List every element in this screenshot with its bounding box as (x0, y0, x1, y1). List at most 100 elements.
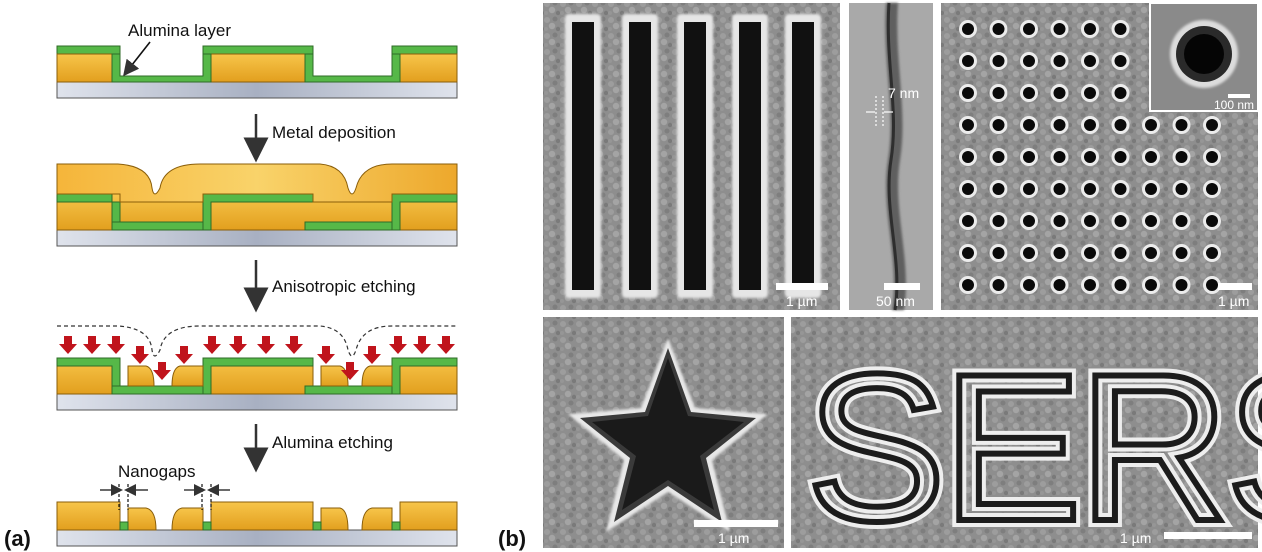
hole (1114, 183, 1127, 195)
alumina-pointer-arrow (123, 41, 151, 77)
scale-bar-lines (776, 283, 828, 290)
hole (1023, 87, 1035, 99)
panel-a: Alumina layer Metal deposition Anisotrop… (4, 21, 458, 551)
hole (1023, 151, 1035, 163)
hole (1206, 119, 1218, 131)
scale-label-holes: 1 µm (1218, 293, 1249, 309)
hole (992, 23, 1005, 35)
hole (1053, 247, 1066, 259)
hole (962, 119, 974, 131)
scale-label-gap: 50 nm (876, 293, 915, 309)
hole (1023, 279, 1035, 291)
hole-array (959, 20, 1221, 294)
hole (1206, 279, 1218, 291)
hole (1114, 119, 1127, 131)
stage-3-structure (56, 325, 458, 411)
hole (992, 55, 1005, 67)
hole (992, 151, 1005, 163)
hole (962, 279, 974, 291)
hole (1114, 215, 1127, 227)
slit-array (565, 14, 821, 298)
hole (1145, 215, 1157, 227)
hole (992, 183, 1005, 195)
hole (1145, 279, 1157, 291)
hole (1175, 151, 1188, 163)
hole (1145, 119, 1157, 131)
hole (1145, 183, 1157, 195)
panel-b-label: (b) (498, 526, 526, 551)
sem-holes: 100 nm 1 µm (941, 2, 1259, 310)
hole (1175, 279, 1188, 291)
hole (1053, 183, 1066, 195)
hole (1175, 247, 1188, 259)
hole (1175, 119, 1188, 131)
gap-width-indicator (866, 96, 893, 128)
scale-bar-letters (1164, 532, 1252, 539)
etch-arrows (59, 336, 455, 380)
hole (1023, 119, 1035, 131)
step-anisotropic-etching: Anisotropic etching (272, 277, 416, 296)
sem-inset: 100 nm (1149, 2, 1259, 112)
sem-gap: 7 nm 50 nm (849, 2, 933, 311)
slit (629, 22, 651, 290)
hole (992, 247, 1005, 259)
gap-width-label: 7 nm (888, 85, 919, 101)
hole (1084, 119, 1096, 131)
hole (1023, 55, 1035, 67)
hole (1206, 183, 1218, 195)
hole (1023, 23, 1035, 35)
stage-2-structure (56, 163, 458, 247)
hole (1114, 55, 1127, 67)
scale-bar-gap (884, 283, 920, 290)
sem-star: 1 µm (543, 317, 784, 548)
slit (684, 22, 706, 290)
hole (992, 279, 1005, 291)
hole (1206, 151, 1218, 163)
slit (572, 22, 594, 290)
hole (1114, 151, 1127, 163)
scale-label-inset: 100 nm (1214, 98, 1254, 112)
hole (962, 215, 974, 227)
stage-4-structure: Nanogaps (56, 462, 458, 547)
hole (1084, 183, 1096, 195)
panel-a-label: (a) (4, 526, 31, 551)
scale-bar-star (694, 520, 778, 527)
hole (1206, 215, 1218, 227)
hole (1084, 87, 1096, 99)
hole (962, 55, 974, 67)
hole (1114, 279, 1127, 291)
nanogaps-label: Nanogaps (118, 462, 196, 481)
hole (1175, 215, 1188, 227)
alumina-layer-label: Alumina layer (128, 21, 231, 40)
hole (1053, 23, 1066, 35)
hole (962, 151, 974, 163)
hole (1023, 215, 1035, 227)
step-alumina-etching: Alumina etching (272, 433, 393, 452)
hole (1053, 119, 1066, 131)
hole (1084, 247, 1096, 259)
hole (1175, 183, 1188, 195)
hole (962, 23, 974, 35)
hole (1114, 247, 1127, 259)
hole (962, 87, 974, 99)
hole (1053, 87, 1066, 99)
hole (962, 247, 974, 259)
step-metal-deposition: Metal deposition (272, 123, 396, 142)
hole (962, 183, 974, 195)
hole (1023, 183, 1035, 195)
hole (1145, 151, 1157, 163)
hole (1206, 247, 1218, 259)
nanogap-indicators (100, 484, 230, 510)
scale-label-letters: 1 µm (1120, 530, 1151, 546)
hole (1084, 23, 1096, 35)
hole (1023, 247, 1035, 259)
scale-bar-holes (1218, 283, 1252, 290)
hole (1145, 247, 1157, 259)
panel-b: (b) 1 µm 7 nm 50 nm (498, 2, 1262, 552)
sem-lines: 1 µm (543, 3, 840, 310)
hole (1084, 215, 1096, 227)
